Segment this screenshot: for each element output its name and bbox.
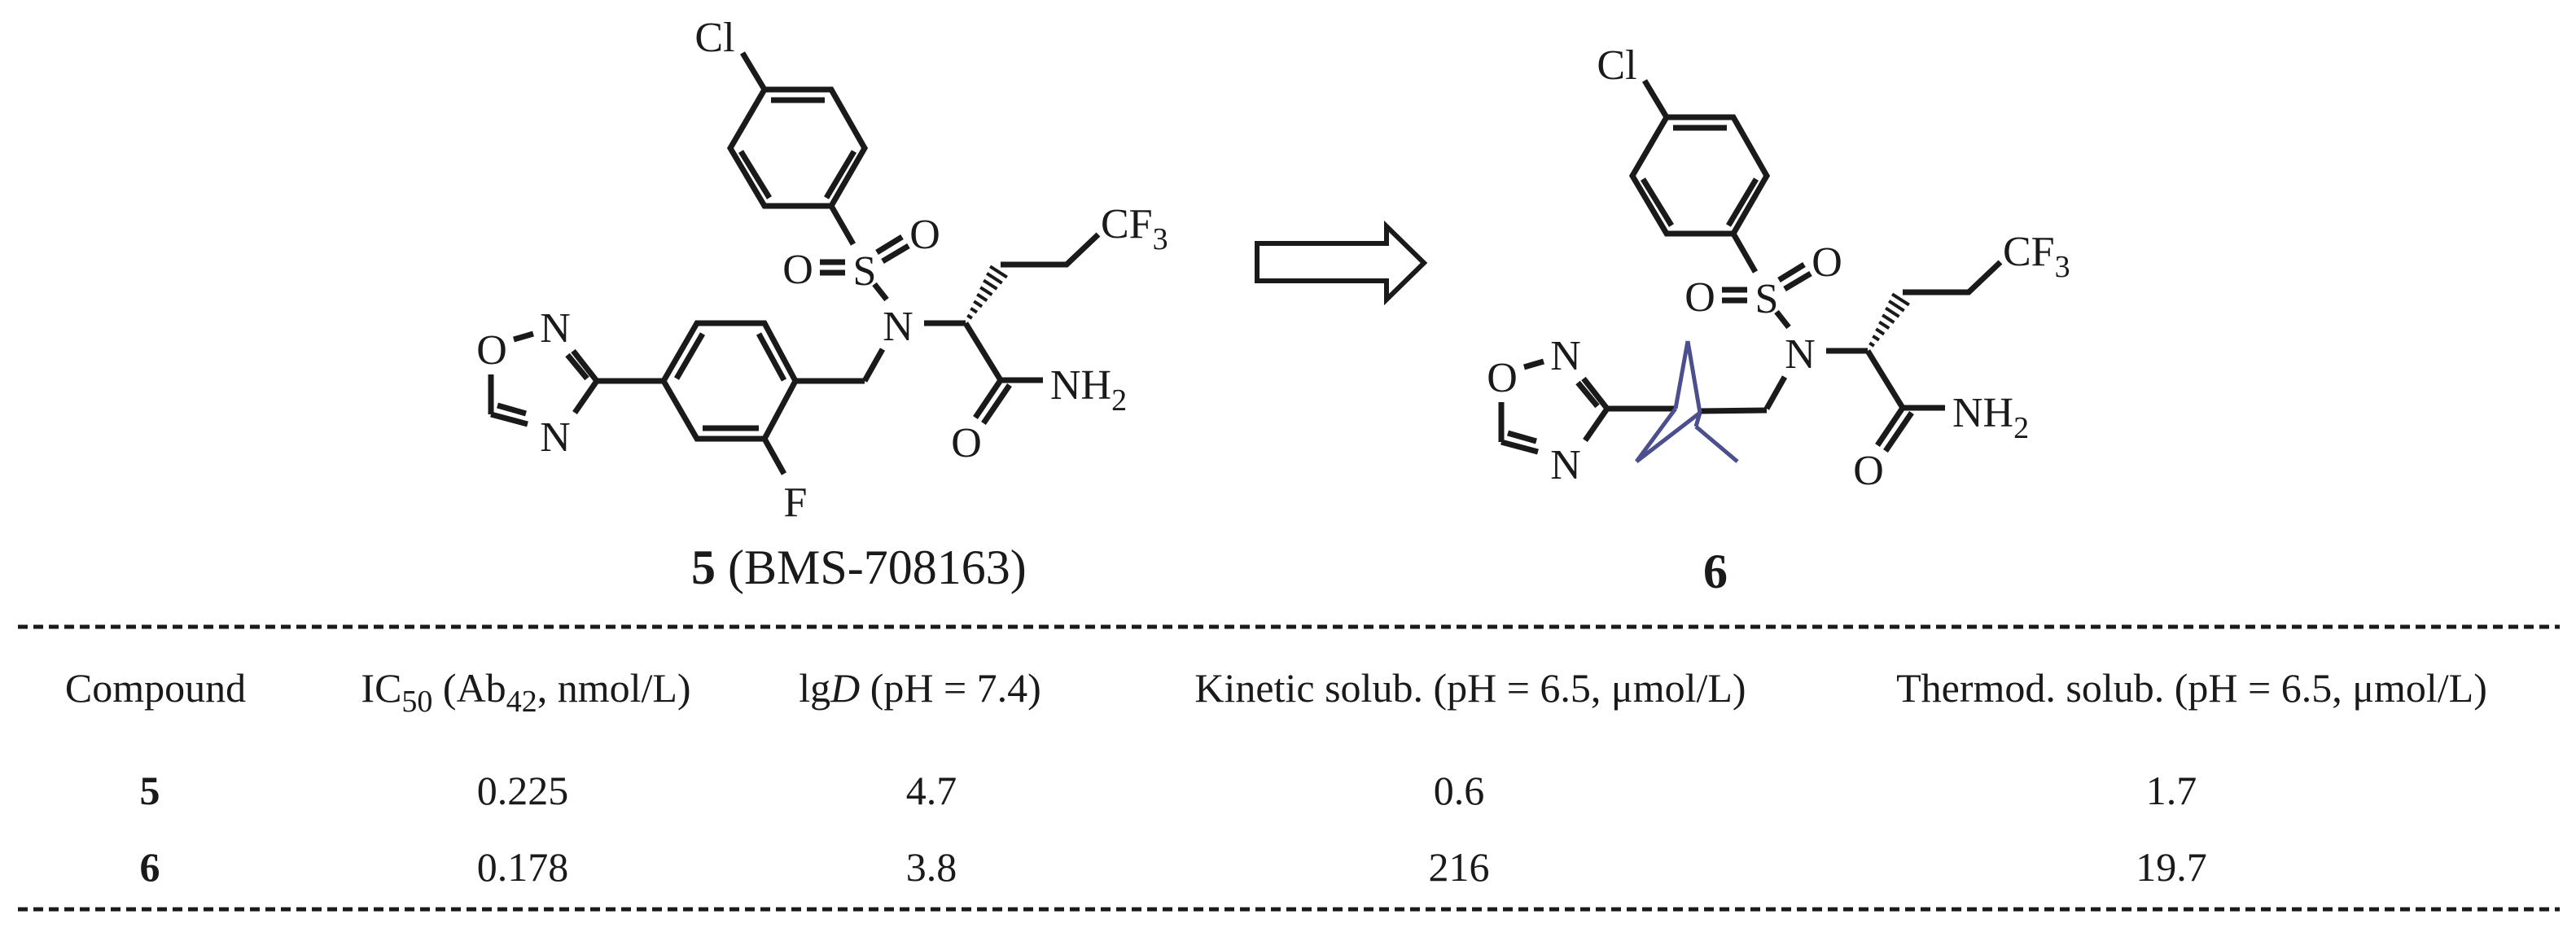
compound-6-core-drawing: Cl O S O N CF3 NH2 O [1597, 42, 2070, 494]
hash-stroke [1888, 300, 1905, 313]
hash-stroke [1882, 313, 1895, 324]
header-compound: Compound [65, 665, 246, 711]
hash-stroke [983, 278, 998, 291]
atom-cl: Cl [694, 15, 734, 61]
cell-ic50: 0.225 [477, 768, 569, 813]
hash-stroke [1875, 327, 1886, 336]
hash-stroke [976, 292, 988, 303]
atom-n: N [1550, 333, 1581, 379]
atom-n: N [540, 414, 571, 461]
compound-6-bicyclopentane-part: N O N [1487, 333, 1768, 488]
atom-n: N [883, 304, 913, 350]
fluorophenyl-ring [659, 320, 799, 442]
cell-thermod: 1.7 [2146, 768, 2197, 813]
compound-5-label: 5 (BMS-708163) [691, 541, 1027, 594]
transformation-arrow [1255, 220, 1428, 306]
table-row: 5 0.225 4.7 0.6 1.7 [140, 768, 2197, 813]
atom-o: O [1853, 448, 1884, 494]
header-lgd: lgD (pH = 7.4) [799, 665, 1041, 711]
chlorophenyl-ring [1628, 114, 1771, 237]
hash-stroke [1890, 292, 1910, 307]
hashed-wedge-bond [966, 265, 1008, 320]
hash-stroke [1868, 341, 1875, 348]
compound-5-aryl-part: F N O N [476, 305, 865, 526]
atom-nh2: NH2 [1050, 362, 1127, 418]
hash-stroke [1885, 306, 1900, 318]
hashed-wedge-bond [1868, 292, 1910, 348]
hash-stroke [1872, 335, 1881, 342]
cell-compound: 6 [140, 844, 160, 890]
header-thermodynamic-solubility: Thermod. solub. (pH = 6.5, μmol/L) [1896, 665, 2487, 711]
table-row: 6 0.178 3.8 216 19.7 [140, 844, 2207, 890]
cell-thermod: 19.7 [2136, 844, 2207, 890]
cell-lgd: 3.8 [906, 844, 957, 890]
atom-s: S [1755, 276, 1779, 322]
atom-s: S [853, 248, 877, 295]
atom-n: N [1550, 442, 1581, 488]
table-header: Compound IC50 (Ab42, nmol/L) lgD (pH = 7… [65, 665, 2487, 719]
chlorophenyl-ring [726, 86, 869, 209]
atom-o: O [909, 212, 940, 258]
cell-compound: 5 [140, 768, 160, 813]
atom-o: O [782, 247, 813, 293]
cell-lgd: 4.7 [906, 768, 957, 813]
atom-o: O [1487, 355, 1518, 401]
atom-cl: Cl [1597, 42, 1636, 89]
header-ic50: IC50 (Ab42, nmol/L) [361, 665, 690, 719]
header-kinetic-solubility: Kinetic solub. (pH = 6.5, μmol/L) [1194, 665, 1746, 711]
atom-cf3: CF3 [1101, 201, 1168, 256]
oxadiazole-ring: N O N [476, 305, 599, 461]
hash-stroke [970, 307, 979, 314]
hash-stroke [1878, 320, 1890, 330]
compound-5-sulfonamide-core: Cl O S O N CF3 NH2 O [694, 15, 1168, 466]
atom-f: F [784, 479, 808, 526]
atom-o: O [476, 327, 507, 374]
atom-o: O [951, 420, 982, 466]
atom-nh2: NH2 [1952, 390, 2029, 445]
hash-stroke [988, 265, 1008, 279]
hash-stroke [966, 313, 973, 320]
hash-stroke [986, 272, 1003, 285]
oxadiazole-ring: N O N [1487, 333, 1610, 488]
cell-ic50: 0.178 [477, 844, 569, 890]
compound-6-label: 6 [1703, 545, 1728, 598]
cell-kinetic: 0.6 [1434, 768, 1485, 813]
atom-o: O [1812, 239, 1842, 286]
cell-kinetic: 216 [1429, 844, 1490, 890]
hash-stroke [979, 286, 993, 296]
bicyclopentane-cage [1634, 340, 1739, 463]
atom-o: O [1684, 274, 1715, 321]
atom-n: N [540, 305, 571, 352]
compound-6-sulfonamide-core: Cl O S O N CF3 NH2 O [1597, 42, 2070, 494]
hash-stroke [973, 300, 984, 309]
atom-n: N [1785, 331, 1816, 378]
atom-cf3: CF3 [2003, 229, 2070, 284]
